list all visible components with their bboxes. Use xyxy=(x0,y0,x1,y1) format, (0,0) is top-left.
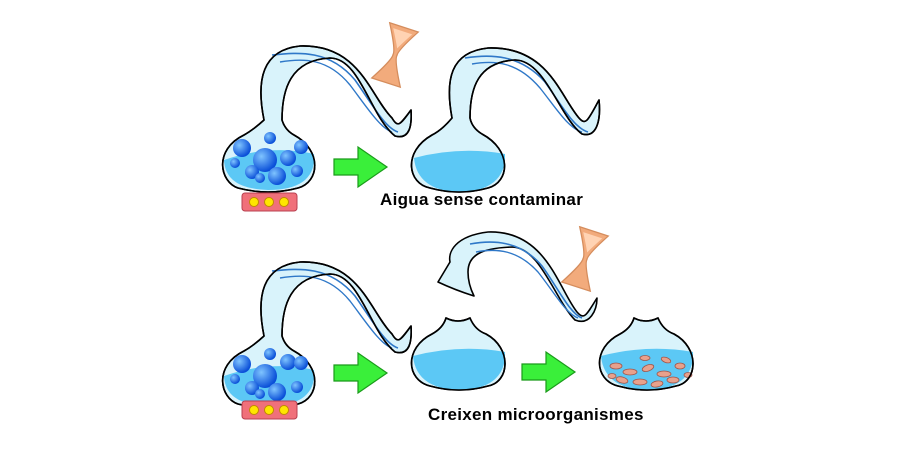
arrow-right-icon xyxy=(333,351,389,395)
boiling-bubbles xyxy=(230,132,308,185)
heater-icon xyxy=(241,192,298,212)
arrow-right-icon xyxy=(333,145,389,189)
flask-icon xyxy=(410,317,506,391)
microbe-colonies xyxy=(607,355,693,388)
caption-microorganisms-grow: Creixen microorganismes xyxy=(428,405,644,424)
heater-icon xyxy=(241,400,298,420)
arrow-right-icon xyxy=(521,350,577,394)
boiling-bubbles xyxy=(230,348,308,401)
broken-neck-icon xyxy=(437,231,598,323)
contaminated-flask-icon xyxy=(598,317,694,391)
swan-neck-flask-icon xyxy=(410,47,601,193)
hourglass-icon xyxy=(560,225,610,293)
hourglass-icon xyxy=(370,21,420,89)
caption-sterile-water: Aigua sense contaminar xyxy=(380,190,584,209)
